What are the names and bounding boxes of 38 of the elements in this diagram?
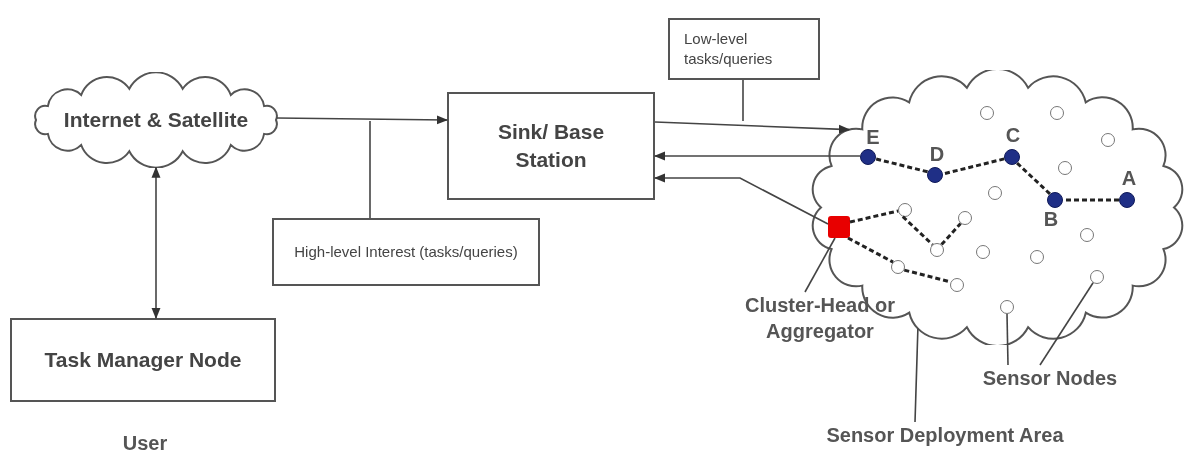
node-caption: C bbox=[1004, 124, 1022, 146]
dashed-link bbox=[875, 157, 928, 174]
node-label: Sink/ Base Station bbox=[496, 118, 606, 173]
node-caption: A bbox=[1120, 167, 1138, 189]
dashed-link bbox=[849, 209, 899, 224]
arrow bbox=[653, 151, 861, 161]
process-box bbox=[10, 318, 276, 402]
process-box bbox=[447, 92, 655, 200]
node-label: Low-level tasks/queries bbox=[683, 28, 774, 69]
dashed-link bbox=[940, 222, 962, 246]
dashed-link bbox=[1016, 162, 1051, 195]
dashed-link bbox=[1063, 198, 1119, 202]
leader-line bbox=[369, 120, 371, 219]
node-label: Task Manager Node bbox=[43, 346, 243, 373]
cluster-head-square bbox=[828, 216, 850, 238]
arrow bbox=[654, 121, 851, 134]
leader-line bbox=[1006, 313, 1009, 366]
arrow bbox=[653, 173, 829, 225]
node-caption: User bbox=[121, 432, 169, 456]
node-label: Internet & Satellite bbox=[62, 106, 250, 133]
leader-line bbox=[914, 327, 919, 423]
callout-label: Sensor Deployment Area bbox=[755, 422, 1135, 454]
node-caption: B bbox=[1042, 208, 1060, 230]
callout-label: Cluster-Head or Aggregator bbox=[740, 292, 900, 352]
leader-line bbox=[742, 79, 744, 122]
process-box bbox=[668, 18, 820, 80]
node-label: High-level Interest (tasks/queries) bbox=[293, 241, 519, 262]
dashed-link bbox=[942, 157, 1005, 176]
callout-label: Sensor Nodes bbox=[945, 365, 1155, 395]
node-caption: E bbox=[865, 126, 881, 148]
dashed-link bbox=[901, 215, 934, 246]
arrow bbox=[275, 115, 449, 125]
leader-line bbox=[804, 237, 836, 293]
dashed-link bbox=[847, 236, 894, 264]
arrow bbox=[151, 166, 161, 320]
node-caption: D bbox=[928, 143, 946, 165]
leader-line bbox=[1039, 282, 1094, 366]
process-box bbox=[272, 218, 540, 286]
